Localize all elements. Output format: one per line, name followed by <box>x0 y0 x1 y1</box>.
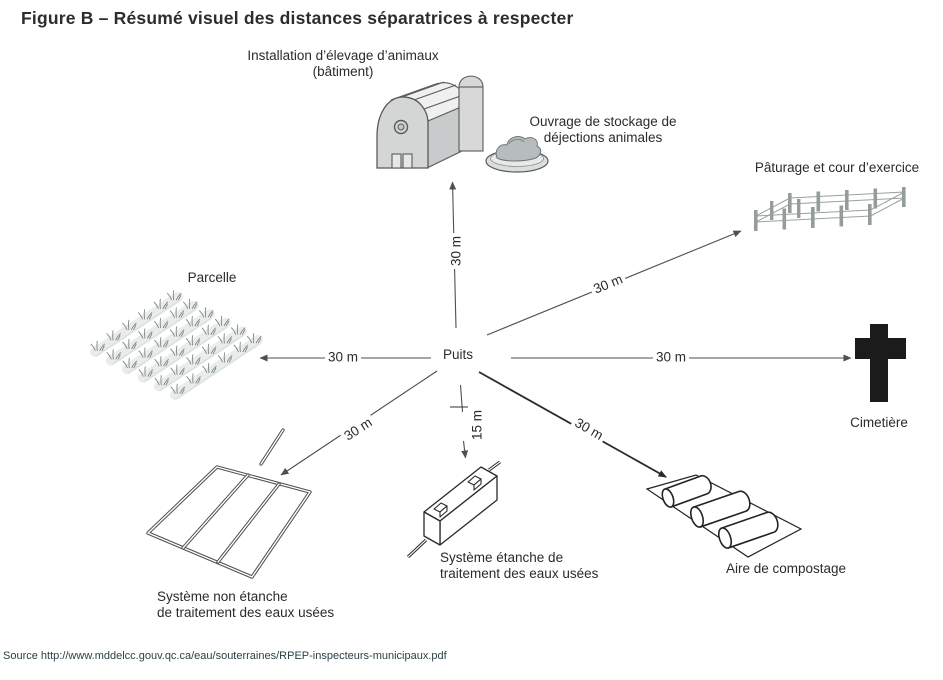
septic-tank-icon <box>406 460 501 559</box>
compost-icon <box>645 474 803 558</box>
label-compostage: Aire de compostage <box>725 561 847 576</box>
arrow-down-seg2 <box>461 440 469 459</box>
distance-label-up: 30 m <box>448 232 464 270</box>
label-installation-line1: Installation d’élevage d’animaux <box>247 48 439 63</box>
field-tufts <box>90 290 262 395</box>
label-installation-line2: (bâtiment) <box>312 64 374 80</box>
distance-label-right: 30 m <box>652 349 690 365</box>
label-ouvrage-line2: déjections animales <box>543 130 663 146</box>
label-parcelle: Parcelle <box>187 270 237 285</box>
label-puits: Puits <box>438 347 478 364</box>
label-sys-etanche: Système étanche de traitement des eaux u… <box>440 550 598 583</box>
cross-icon <box>855 324 906 402</box>
distance-label-down: 15 m <box>469 406 485 444</box>
label-sys-etanche-line2: traitement des eaux usées <box>440 566 599 582</box>
label-ouvrage-line1: Ouvrage de stockage de <box>529 114 677 129</box>
silo-icon <box>458 75 484 152</box>
manure-basin-icon <box>485 136 549 173</box>
label-installation: Installation d’élevage d’animaux (bâtime… <box>247 48 438 81</box>
distance-label-left: 30 m <box>324 349 362 365</box>
fence-icon <box>754 187 906 231</box>
label-sys-non-etanche-line2: de traitement des eaux usées <box>157 605 335 621</box>
leach-field-icon <box>146 428 312 579</box>
figure-title: Figure B – Résumé visuel des distances s… <box>21 8 574 28</box>
label-paturage: Pâturage et cour d’exercice <box>754 160 920 175</box>
label-sys-non-etanche-line1: Système non étanche <box>157 589 288 604</box>
barn-icon <box>376 75 484 169</box>
source-text: Source http://www.mddelcc.gouv.qc.ca/eau… <box>3 650 447 662</box>
label-ouvrage: Ouvrage de stockage de déjections animal… <box>529 114 676 147</box>
arrow-down-seg1 <box>459 384 464 413</box>
label-sys-non-etanche: Système non étanche de traitement des ea… <box>157 589 334 622</box>
label-cimetiere: Cimetière <box>850 415 908 430</box>
label-sys-etanche-line1: Système étanche de <box>440 550 564 565</box>
